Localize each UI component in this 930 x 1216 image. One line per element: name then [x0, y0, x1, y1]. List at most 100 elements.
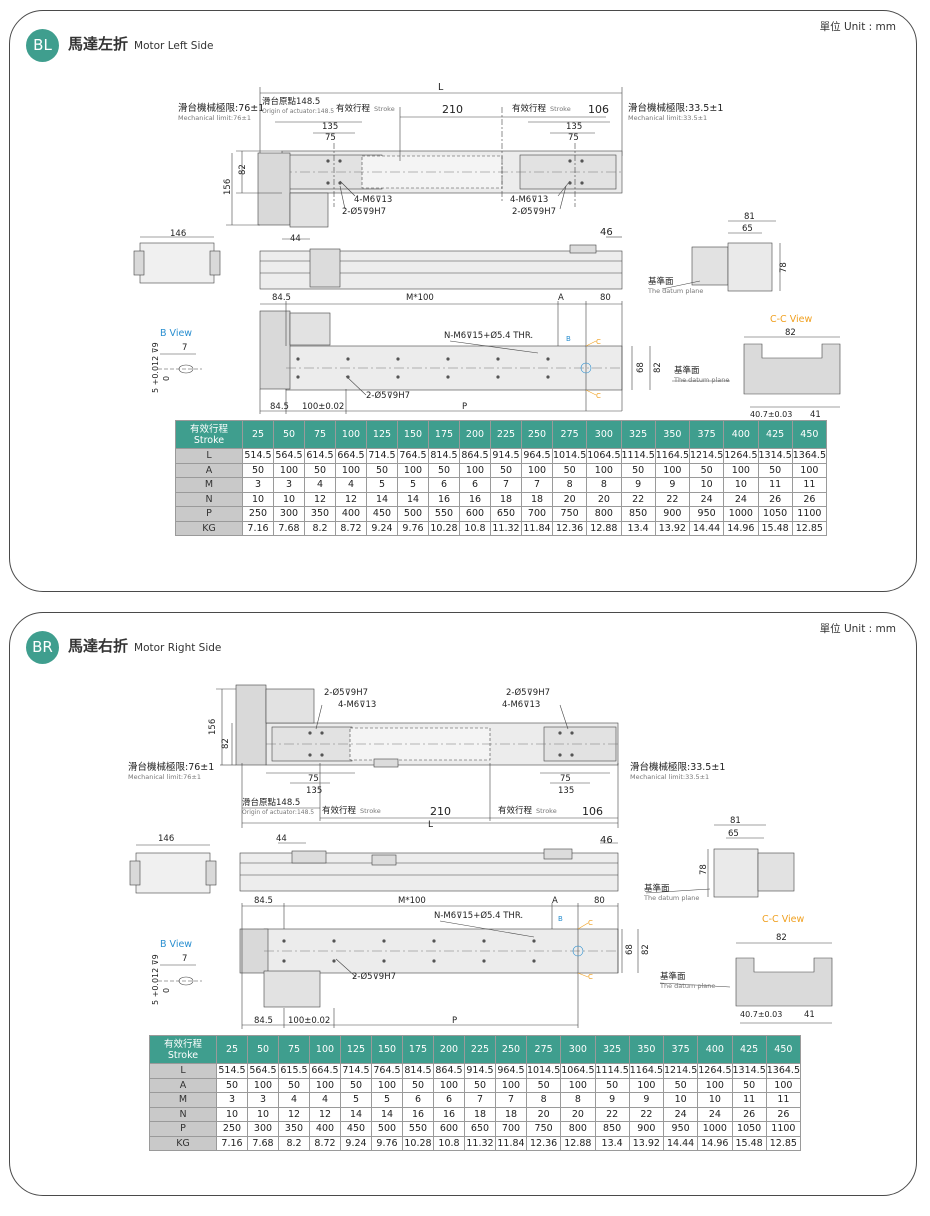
table-cell: 400 — [335, 506, 367, 522]
table-cell: 9.24 — [340, 1135, 372, 1151]
m6-label-left: 4-M6⊽13 — [354, 195, 392, 205]
row-label: N — [175, 491, 243, 507]
dim-80: 80 — [594, 896, 605, 906]
row-label: M — [149, 1092, 217, 1108]
dim-135-left: 135 — [306, 786, 322, 796]
cc-view-label: C-C View — [762, 914, 804, 925]
technical-drawing: L 滑台機械極限:76±1 Mechanical limit:76±1 滑台原點… — [133, 82, 841, 420]
row-label: A — [149, 1077, 217, 1093]
bolt-holes — [296, 159, 584, 379]
table-cell: 10 — [662, 1092, 699, 1108]
table-cell: 450 — [366, 506, 398, 522]
dim-78: 78 — [779, 262, 789, 273]
c-marker-top: C — [596, 338, 601, 346]
table-cell: 14.96 — [697, 1135, 733, 1151]
table-cell: 11 — [791, 477, 828, 493]
stroke-value: 225 — [490, 420, 522, 449]
datum-label-2: 基準面 — [674, 365, 700, 376]
table-cell: 100 — [586, 462, 622, 478]
table-cell: 24 — [662, 1106, 699, 1122]
table-cell: 14 — [340, 1106, 372, 1122]
table-cell: 100 — [309, 1077, 341, 1093]
table-cell: 12.85 — [791, 520, 828, 536]
table-cell: 1214.5 — [662, 1063, 699, 1079]
table-cell: 16 — [433, 1106, 465, 1122]
row-label: N — [149, 1106, 217, 1122]
table-cell: 10.8 — [459, 520, 491, 536]
dim-106: 106 — [588, 103, 609, 116]
stroke-value: 175 — [402, 1035, 434, 1064]
table-cell: 26 — [791, 491, 828, 507]
table-cell: 1100 — [791, 506, 828, 522]
b-view-label: B View — [160, 328, 192, 339]
table-cell: 18 — [464, 1106, 496, 1122]
table-cell: 100 — [433, 1077, 465, 1093]
table-cell: 650 — [464, 1121, 496, 1137]
dim-82-cc: 82 — [785, 328, 796, 338]
table-cell: 914.5 — [464, 1063, 496, 1079]
stroke-value: 375 — [662, 1035, 699, 1064]
table-cell: 1064.5 — [560, 1063, 596, 1079]
table-cell: 1050 — [731, 1121, 767, 1137]
origin-label-en: Origin of actuator:148.5 — [262, 108, 334, 115]
table-cell: 950 — [662, 1121, 699, 1137]
table-cell: 1364.5 — [791, 448, 828, 464]
table-cell: 10 — [247, 1106, 279, 1122]
table-cell: 50 — [402, 1077, 434, 1093]
table-cell: 450 — [340, 1121, 372, 1137]
table-cell: 250 — [216, 1121, 248, 1137]
table-cell: 7.16 — [242, 520, 274, 536]
table-cell: 8.2 — [304, 520, 336, 536]
table-cell: 100 — [495, 1077, 527, 1093]
stroke-value: 200 — [459, 420, 491, 449]
table-cell: 850 — [620, 506, 656, 522]
dim-156: 156 — [223, 179, 233, 195]
table-cell: 6 — [428, 477, 460, 493]
table-cell: 12 — [278, 1106, 310, 1122]
dim-A: A — [552, 896, 558, 906]
mech-limit-left-en: Mechanical limit:76±1 — [178, 114, 251, 122]
table-cell: 100 — [765, 1077, 802, 1093]
table-cell: 1014.5 — [525, 1063, 562, 1079]
table-cell: 13.92 — [628, 1135, 665, 1151]
table-cell: 50 — [304, 462, 336, 478]
hole-spec: 5 +0.012 ⊽9 — [151, 342, 160, 393]
table-cell: 22 — [620, 491, 656, 507]
stroke-label-right: 有效行程 — [498, 805, 533, 816]
dim-44: 44 — [290, 234, 301, 244]
table-cell: 50 — [490, 462, 522, 478]
table-cell: 900 — [654, 506, 691, 522]
dim-135-left: 135 — [322, 122, 338, 132]
mech-limit-right: 滑台機械極限:33.5±1 — [628, 102, 723, 114]
table-cell: 100 — [521, 462, 553, 478]
stroke-value: 150 — [371, 1035, 403, 1064]
hole-spec-zero: 0 — [162, 988, 171, 993]
table-cell: 20 — [586, 491, 622, 507]
table-cell: 50 — [525, 1077, 562, 1093]
stroke-value: 325 — [620, 420, 656, 449]
table-cell: 13.4 — [620, 520, 656, 536]
table-cell: 11.84 — [521, 520, 553, 536]
dim-81: 81 — [744, 212, 755, 222]
table-cell: 24 — [697, 1106, 733, 1122]
table-cell: 16 — [459, 491, 491, 507]
dim-75-left: 75 — [308, 774, 319, 784]
table-cell: 650 — [490, 506, 522, 522]
table-cell: 9.24 — [366, 520, 398, 536]
stroke-value: 25 — [242, 420, 274, 449]
table-cell: 10.8 — [433, 1135, 465, 1151]
table-cell: 1114.5 — [620, 448, 656, 464]
table-cell: 50 — [731, 1077, 767, 1093]
mech-limit-left: 滑台機械極限:76±1 — [128, 761, 214, 773]
table-cell: 550 — [402, 1121, 434, 1137]
pin-label-bottom: 2-Ø5⊽9H7 — [352, 971, 396, 982]
stroke-value: 75 — [304, 420, 336, 449]
table-cell: 50 — [620, 462, 656, 478]
table-cell: 9 — [628, 1092, 665, 1108]
table-cell: 10 — [273, 491, 305, 507]
